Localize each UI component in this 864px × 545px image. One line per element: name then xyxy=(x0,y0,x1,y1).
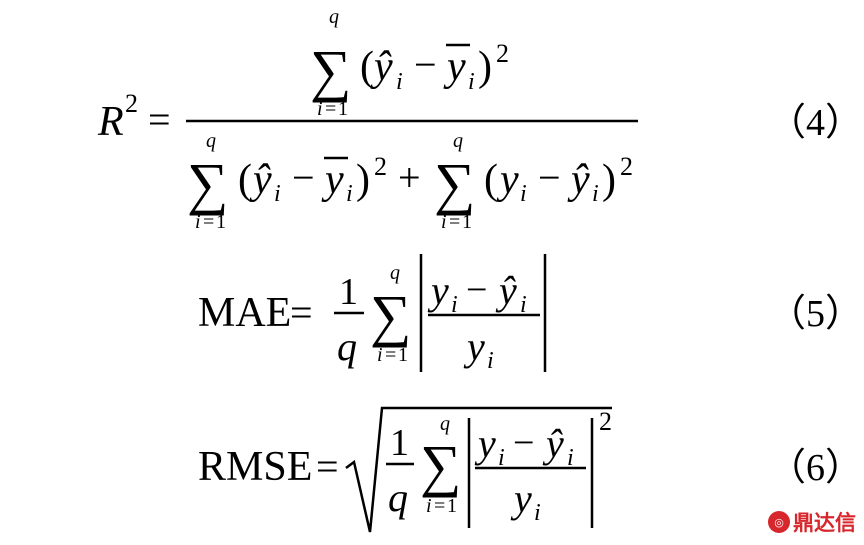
minus-sign: − xyxy=(538,155,561,200)
sum-lower-start: 1 xyxy=(398,344,408,366)
fraction-q: q xyxy=(388,475,408,520)
minus-sign: − xyxy=(466,269,487,311)
sum-sign: ∑ xyxy=(420,433,461,498)
sum-upper-limit: q xyxy=(329,6,339,28)
subscript-i: i xyxy=(520,181,527,207)
exponent-two: 2 xyxy=(620,152,633,181)
equation-number-6: （6） xyxy=(768,447,863,489)
sum-sign: ∑ xyxy=(187,151,228,216)
subscript-i: i xyxy=(592,181,599,207)
y-hat: ŷ xyxy=(495,268,517,313)
fraction-one: 1 xyxy=(390,422,409,464)
subscript-i: i xyxy=(487,348,494,374)
sum-sign: ∑ xyxy=(370,283,411,348)
open-paren: ( xyxy=(238,157,252,203)
open-paren: ( xyxy=(360,44,374,90)
y: y xyxy=(496,157,519,203)
equation-number-4: （4） xyxy=(768,102,863,144)
sum-upper-limit: q xyxy=(440,413,450,435)
sum-lower-equals: = xyxy=(449,211,460,233)
sum-lower-index: i xyxy=(426,495,432,517)
exponent-two: 2 xyxy=(374,152,387,181)
sum-lower-equals: = xyxy=(434,495,445,517)
equals-sign: = xyxy=(316,444,339,489)
sum-upper-limit: q xyxy=(390,262,400,284)
sum-lower-equals: = xyxy=(325,98,336,120)
equals-sign: = xyxy=(148,97,171,142)
exponent-two: 2 xyxy=(496,39,509,68)
sum-lower-start: 1 xyxy=(216,211,226,233)
close-paren: ) xyxy=(602,157,616,203)
subscript-i: i xyxy=(534,500,541,526)
sum-sign: ∑ xyxy=(310,38,351,103)
equation-number-5: （5） xyxy=(768,293,863,335)
y-hat: ŷ xyxy=(249,157,272,203)
sum-lower-index: i xyxy=(377,344,383,366)
r2-numerator: q ∑ i = 1 ( ŷ i − y i ) 2 xyxy=(310,6,509,120)
logo-icon: ◎ xyxy=(768,511,790,533)
sum-lower-start: 1 xyxy=(462,211,472,233)
sum-lower-equals: = xyxy=(203,211,214,233)
subscript-i: i xyxy=(451,292,458,318)
sum-lower-index: i xyxy=(317,98,323,120)
y-hat: ŷ xyxy=(567,157,590,203)
lhs-rmse: RMSE xyxy=(198,444,312,490)
subscript-i: i xyxy=(520,292,527,318)
y: y xyxy=(510,476,532,521)
equation-rmse: RMSE = 1 q q ∑ i = 1 y i − ŷ i y i 2 （6） xyxy=(198,406,863,533)
equation-r-squared: R 2 = q ∑ i = 1 ( ŷ i − y i ) 2 q ∑ i = … xyxy=(97,6,863,233)
subscript-i: i xyxy=(274,181,281,207)
minus-sign: − xyxy=(414,42,437,87)
sum-lower-index: i xyxy=(441,211,447,233)
radical-sign xyxy=(345,406,612,533)
sum-lower-index: i xyxy=(195,211,201,233)
fraction-q: q xyxy=(337,324,357,369)
subscript-i: i xyxy=(468,69,475,95)
open-paren: ( xyxy=(484,157,498,203)
lhs-mae: MAE xyxy=(198,290,291,336)
y: y xyxy=(427,268,449,313)
y-bar: y xyxy=(443,44,466,90)
minus-sign: − xyxy=(513,422,534,464)
y-hat: ŷ xyxy=(370,44,393,90)
equation-mae: MAE = 1 q q ∑ i = 1 y i − ŷ i y i （5） xyxy=(198,254,863,374)
watermark-logo: ◎ 鼎达信 xyxy=(768,507,856,537)
r2-denominator: q ∑ i = 1 ( ŷ i − y i ) 2 + q ∑ i = 1 ( … xyxy=(187,130,633,233)
sum-sign: ∑ xyxy=(434,151,475,216)
subscript-i: i xyxy=(498,445,505,471)
plus-sign: + xyxy=(398,155,421,200)
close-paren: ) xyxy=(478,44,492,90)
sum-upper-limit: q xyxy=(453,130,463,152)
logo-text: 鼎达信 xyxy=(793,511,856,535)
lhs-r-exponent: 2 xyxy=(125,89,138,118)
y-hat: ŷ xyxy=(542,421,564,466)
minus-sign: − xyxy=(292,155,315,200)
y: y xyxy=(463,324,485,369)
sum-lower-equals: = xyxy=(385,344,396,366)
sum-upper-limit: q xyxy=(206,130,216,152)
y-bar: y xyxy=(321,157,344,203)
lhs-r-symbol: R xyxy=(97,99,124,145)
equals-sign: = xyxy=(290,290,313,335)
close-paren: ) xyxy=(356,157,370,203)
subscript-i: i xyxy=(567,445,574,471)
subscript-i: i xyxy=(346,181,353,207)
exponent-two: 2 xyxy=(599,407,612,436)
sum-lower-start: 1 xyxy=(447,495,457,517)
sum-lower-start: 1 xyxy=(338,98,348,120)
subscript-i: i xyxy=(396,69,403,95)
y: y xyxy=(474,421,496,466)
fraction-one: 1 xyxy=(339,271,358,313)
